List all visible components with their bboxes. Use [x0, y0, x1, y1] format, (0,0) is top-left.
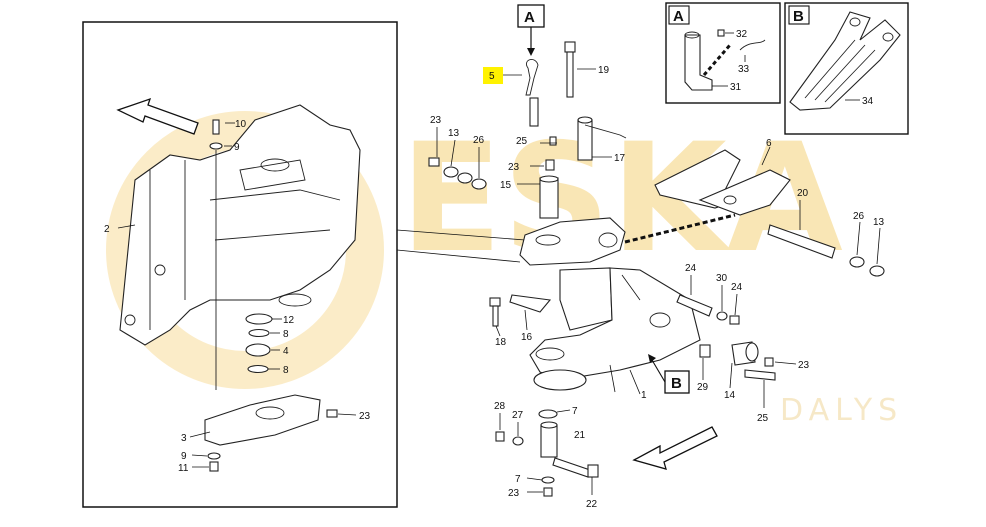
- label-5: 5: [489, 71, 495, 82]
- link-6: [654, 149, 791, 216]
- label-27: 27: [512, 410, 524, 421]
- watermark-logo: [106, 111, 384, 389]
- direction-arrow-detail: [116, 97, 199, 135]
- label-16: 16: [521, 332, 533, 343]
- label-20: 20: [797, 188, 809, 199]
- label-30: 30: [716, 273, 728, 284]
- view-b-marker-label: B: [671, 375, 682, 392]
- label-15: 15: [500, 180, 512, 191]
- view-a-marker-label: A: [524, 9, 535, 26]
- label-2: 2: [104, 224, 110, 235]
- label-7-b: 7: [515, 474, 521, 485]
- pin-20: [767, 224, 885, 277]
- inset-a-label: A: [673, 8, 684, 25]
- label-8-bottom: 8: [283, 365, 289, 376]
- label-8-top: 8: [283, 329, 289, 340]
- label-22: 22: [586, 499, 598, 510]
- label-32: 32: [736, 29, 748, 40]
- pin-15-group: [529, 97, 627, 219]
- inset-view-b: B: [784, 2, 909, 135]
- watermark-sub: DALYS: [780, 393, 903, 428]
- label-23-mid: 23: [430, 115, 442, 126]
- label-6: 6: [766, 138, 772, 149]
- label-7-a: 7: [572, 406, 578, 417]
- highlight-5: [483, 67, 503, 84]
- inset-b-label: B: [793, 8, 804, 25]
- label-24-a: 24: [685, 263, 697, 274]
- label-11: 11: [178, 463, 189, 474]
- detail-stack: [204, 119, 338, 472]
- label-28: 28: [494, 401, 506, 412]
- label-14: 14: [724, 390, 736, 401]
- chain: [624, 213, 736, 244]
- label-29: 29: [697, 382, 709, 393]
- label-9-top: 9: [234, 142, 240, 153]
- main-assembly: [519, 217, 701, 391]
- washers-mid: [428, 157, 487, 190]
- label-26-right: 26: [853, 211, 865, 222]
- parts-24-30: [676, 294, 740, 325]
- bolt-19: [564, 41, 576, 98]
- label-12: 12: [283, 315, 295, 326]
- inset-view-a: A: [665, 2, 781, 104]
- direction-arrow-main: [632, 426, 718, 470]
- label-1: 1: [641, 390, 647, 401]
- detail-connector-bottom: [396, 249, 521, 263]
- label-21: 21: [574, 430, 586, 441]
- label-10: 10: [235, 119, 247, 130]
- label-4: 4: [283, 346, 289, 357]
- pin-5: [525, 58, 539, 96]
- label-13-right: 13: [873, 217, 885, 228]
- label-26-mid: 26: [473, 135, 485, 146]
- label-25-mid: 25: [516, 136, 528, 147]
- watermark-brand: ESKA: [400, 112, 843, 286]
- detail-box: [82, 21, 398, 508]
- label-24-b: 24: [731, 282, 743, 293]
- label-33: 33: [738, 64, 750, 75]
- label-23-bottom: 23: [508, 488, 520, 499]
- bottom-parts: [495, 409, 599, 497]
- label-23-pin: 23: [508, 162, 520, 173]
- label-31: 31: [730, 82, 742, 93]
- label-17: 17: [614, 153, 626, 164]
- view-b-marker: B: [648, 354, 690, 394]
- parts-14-29-25: [699, 341, 776, 381]
- label-23-detail: 23: [359, 411, 371, 422]
- label-34: 34: [862, 96, 874, 107]
- label-25-right: 25: [757, 413, 769, 424]
- label-13-mid: 13: [448, 128, 460, 139]
- bolt-18-bracket-16: [489, 294, 552, 327]
- view-a-marker: A: [517, 4, 545, 56]
- label-3: 3: [181, 433, 187, 444]
- detail-connector-top: [396, 229, 526, 241]
- detail-frame: [119, 104, 361, 346]
- label-18: 18: [495, 337, 507, 348]
- detail-leaders: [117, 122, 357, 468]
- label-9-bottom: 9: [181, 451, 187, 462]
- label-19: 19: [598, 65, 610, 76]
- label-23-right: 23: [798, 360, 810, 371]
